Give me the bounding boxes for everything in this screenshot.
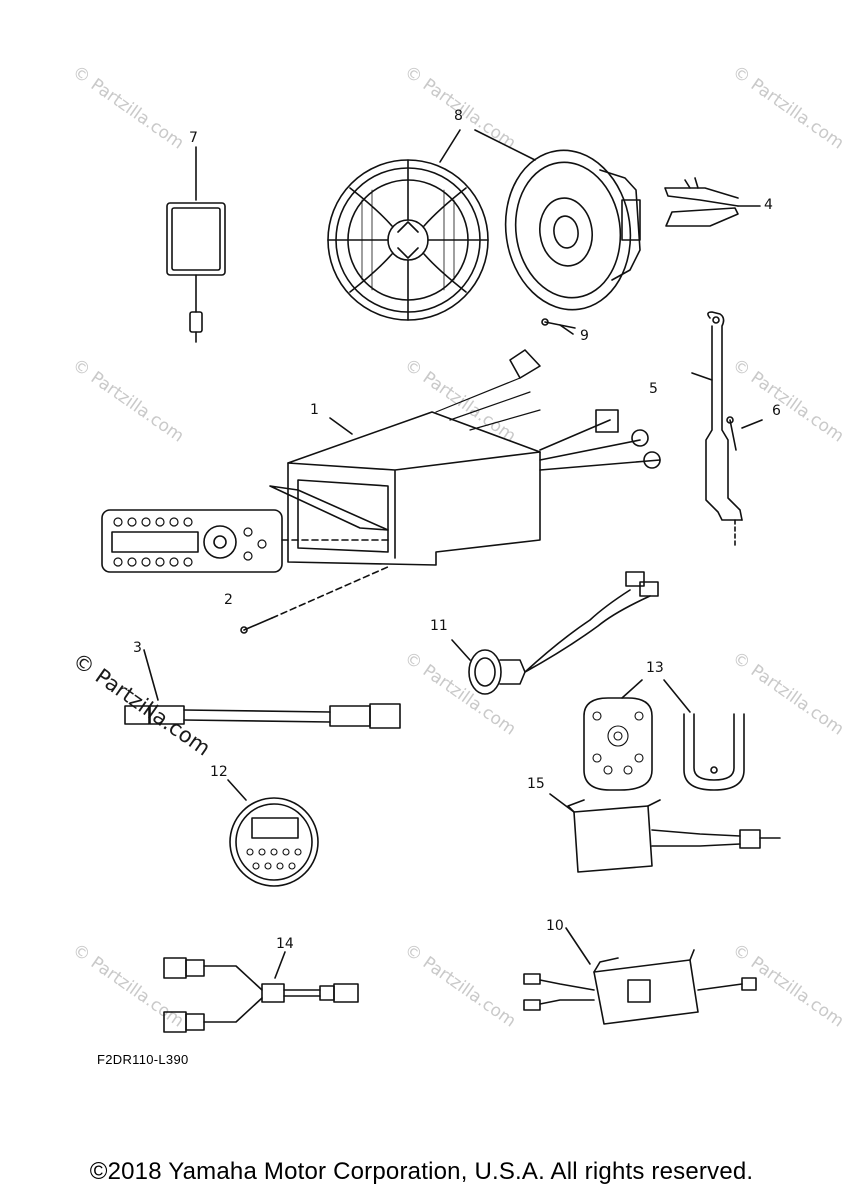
diagram-code: F2DR110-L390 bbox=[97, 1052, 189, 1067]
callout-8: 8 bbox=[454, 108, 463, 124]
callout-5: 5 bbox=[649, 381, 658, 397]
callout-12: 12 bbox=[210, 764, 228, 780]
part-9-screw bbox=[541, 318, 576, 335]
callout-9: 9 bbox=[580, 328, 589, 344]
part-5-bracket bbox=[691, 311, 743, 549]
part-4-clip bbox=[664, 177, 761, 227]
callout-14: 14 bbox=[276, 936, 294, 952]
part-1-faceplate bbox=[101, 509, 391, 573]
part-8-speaker-grille bbox=[327, 159, 489, 321]
callout-3: 3 bbox=[133, 640, 142, 656]
callout-2: 2 bbox=[224, 592, 233, 608]
part-15-module bbox=[549, 793, 781, 873]
part-1-head-unit bbox=[269, 349, 661, 566]
part-8-speaker bbox=[439, 129, 641, 311]
callout-13: 13 bbox=[646, 660, 664, 676]
part-10-amplifier bbox=[523, 927, 757, 1025]
callout-10: 10 bbox=[546, 918, 564, 934]
callout-4: 4 bbox=[764, 197, 773, 213]
part-2-screw bbox=[240, 565, 391, 634]
callout-6: 6 bbox=[772, 403, 781, 419]
part-14-splitter bbox=[163, 951, 359, 1033]
copyright-notice: ©2018 Yamaha Motor Corporation, U.S.A. A… bbox=[89, 1158, 754, 1185]
part-7-power-adapter bbox=[166, 146, 226, 343]
part-3-cable bbox=[124, 649, 401, 729]
callout-7: 7 bbox=[189, 130, 198, 146]
part-6-screw bbox=[726, 416, 763, 451]
callout-11: 11 bbox=[430, 618, 448, 634]
part-12-remote-display bbox=[227, 779, 319, 887]
callout-1: 1 bbox=[310, 402, 319, 418]
part-13-wireless-remote bbox=[583, 679, 745, 791]
part-11-aux-port bbox=[451, 571, 659, 695]
callout-15: 15 bbox=[527, 776, 545, 792]
